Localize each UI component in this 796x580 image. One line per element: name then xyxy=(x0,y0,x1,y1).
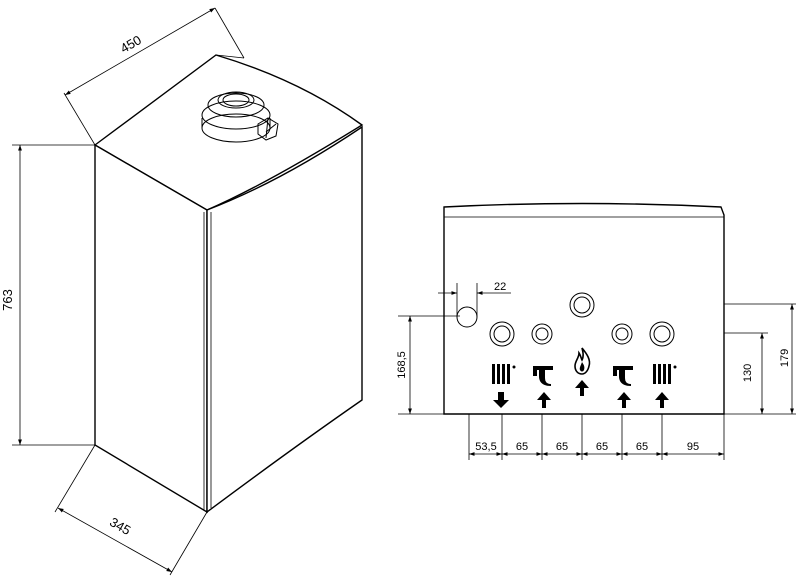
boiler-front-face xyxy=(206,125,363,514)
radiator-icon xyxy=(653,364,677,408)
dim-pipe-offset-label: 22 xyxy=(494,281,506,293)
dim-right-heights: 130 179 xyxy=(724,303,796,415)
dim-pipe-offset: 22 xyxy=(438,281,511,317)
dim-height: 763 xyxy=(0,144,95,446)
connection-heating-return xyxy=(649,321,675,347)
boiler-left-face xyxy=(94,143,208,514)
dim-spacing-row: 53,5 65 65 65 65 95 xyxy=(468,414,725,460)
tap-icon xyxy=(533,366,553,408)
connection-cold-water xyxy=(611,323,633,345)
connection-gas xyxy=(569,292,595,318)
connection-hot-water xyxy=(531,323,553,345)
dim-spacing-label: 65 xyxy=(516,441,528,453)
boiler-top-face xyxy=(93,54,364,211)
dim-right-height-2-label: 179 xyxy=(779,349,791,367)
bottom-view: 22 168,5 130 179 xyxy=(396,202,796,460)
connections xyxy=(456,292,675,347)
boiler-bottom-outline xyxy=(443,202,725,415)
flame-icon xyxy=(574,347,591,396)
connection-heating-flow xyxy=(489,321,515,347)
dim-left-height-label: 168,5 xyxy=(396,351,408,379)
dim-left-height: 168,5 xyxy=(396,315,460,415)
dim-spacing-label: 65 xyxy=(556,441,568,453)
dim-width-label: 450 xyxy=(118,32,144,56)
dim-spacing-label: 95 xyxy=(687,441,699,453)
dim-depth-label: 345 xyxy=(107,514,133,538)
flue-outlet xyxy=(201,91,279,143)
tap-icon xyxy=(613,366,633,408)
dim-height-label: 763 xyxy=(0,289,15,311)
dim-spacing-label: 53,5 xyxy=(475,441,496,453)
radiator-icon xyxy=(492,364,516,408)
isometric-view: 450 763 345 xyxy=(0,7,364,576)
dim-right-height-1-label: 130 xyxy=(742,364,754,382)
dim-spacing-label: 65 xyxy=(596,441,608,453)
dim-spacing-label: 65 xyxy=(636,441,648,453)
